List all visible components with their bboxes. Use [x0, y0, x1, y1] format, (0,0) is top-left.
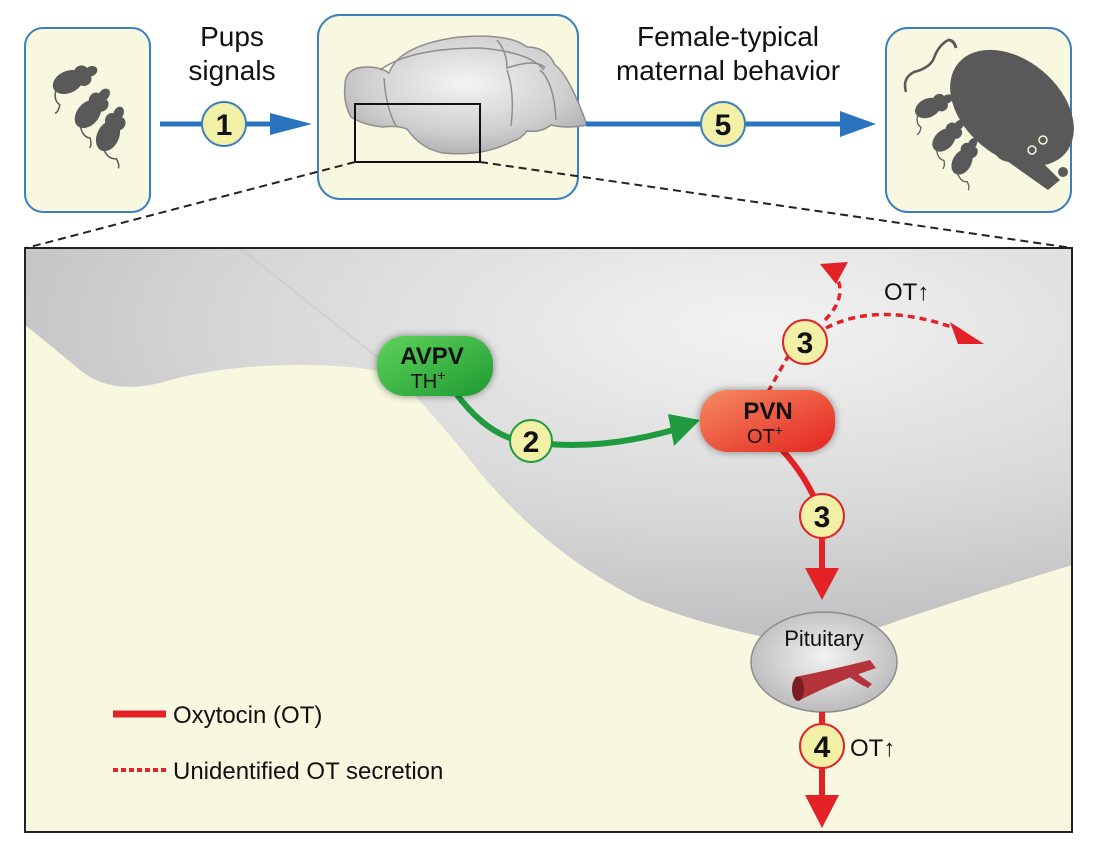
step-badge-1: 1: [201, 101, 247, 147]
legend-item-oxytocin: Oxytocin (OT): [113, 702, 322, 729]
step-badge-2: 2: [509, 419, 553, 463]
arrow-pups-signals: Pups signals 1: [160, 21, 312, 147]
zoom-region-box: [354, 103, 481, 163]
mouse-pups-icon: [52, 65, 126, 169]
svg-text:2: 2: [523, 426, 540, 459]
detail-panel: 2 AVPV TH+ 3 OT↑ 3 PVN OT+: [24, 247, 1073, 833]
arrow1-label-line1: Pups: [200, 21, 264, 52]
brain-panel: [317, 14, 589, 200]
arrow5-head-icon: [840, 111, 876, 137]
step-badge-5: 5: [700, 101, 746, 147]
svg-text:4: 4: [814, 731, 831, 764]
zoom-connector-left: [25, 161, 356, 249]
mother-panel: [885, 27, 1074, 213]
avpv-title: AVPV: [400, 343, 464, 370]
output-arrow-head-icon: [805, 795, 839, 828]
green-arrow-head-icon: [668, 414, 700, 446]
avpv-subtitle: TH+: [411, 367, 446, 393]
pituitary-label: Pituitary: [784, 626, 863, 651]
arrow1-head-icon: [270, 113, 312, 135]
svg-text:5: 5: [715, 109, 732, 142]
ot-increase-bottom: OT↑: [850, 735, 895, 762]
svg-text:3: 3: [814, 501, 831, 534]
dashed-arrow-up-head-icon: [820, 262, 848, 284]
pvn-dashed-path: [766, 347, 795, 393]
zoom-connector-right: [479, 161, 1073, 249]
pituitary-node: Pituitary: [750, 611, 898, 713]
dashed-arrow-right-head-icon: [950, 322, 984, 344]
step-badge-3-solid: 3: [799, 493, 845, 539]
pvn-title: PVN: [743, 398, 792, 425]
avpv-node: AVPV TH+: [377, 336, 493, 396]
arrow-maternal-behavior: Female-typical maternal behavior 5: [586, 21, 876, 147]
red-arrow-head-icon: [805, 568, 839, 600]
mother-mouse-with-pups-icon: [903, 38, 1074, 191]
arrow5-label-line1: Female-typical: [637, 21, 819, 52]
svg-text:1: 1: [216, 109, 233, 142]
ot-increase-top: OT↑: [884, 279, 929, 306]
legend-item-unidentified: Unidentified OT secretion: [113, 758, 443, 785]
step-badge-3-dashed: 3: [782, 319, 828, 365]
dashed-path-right: [825, 312, 961, 332]
brain-icon: [343, 35, 589, 155]
arrow5-label-line2: maternal behavior: [616, 55, 840, 86]
arrow1-label-line2: signals: [188, 55, 275, 86]
svg-text:3: 3: [797, 327, 814, 360]
pvn-subtitle: OT+: [747, 422, 783, 448]
pups-panel: [24, 27, 151, 213]
blood-vessel-icon: [792, 660, 876, 701]
svg-text:Unidentified OT secretion: Unidentified OT secretion: [173, 758, 443, 785]
pvn-node: PVN OT+: [700, 390, 835, 452]
svg-text:Oxytocin (OT): Oxytocin (OT): [173, 702, 322, 729]
step-badge-4: 4: [799, 723, 845, 769]
legend: Oxytocin (OT) Unidentified OT secretion: [113, 702, 443, 785]
